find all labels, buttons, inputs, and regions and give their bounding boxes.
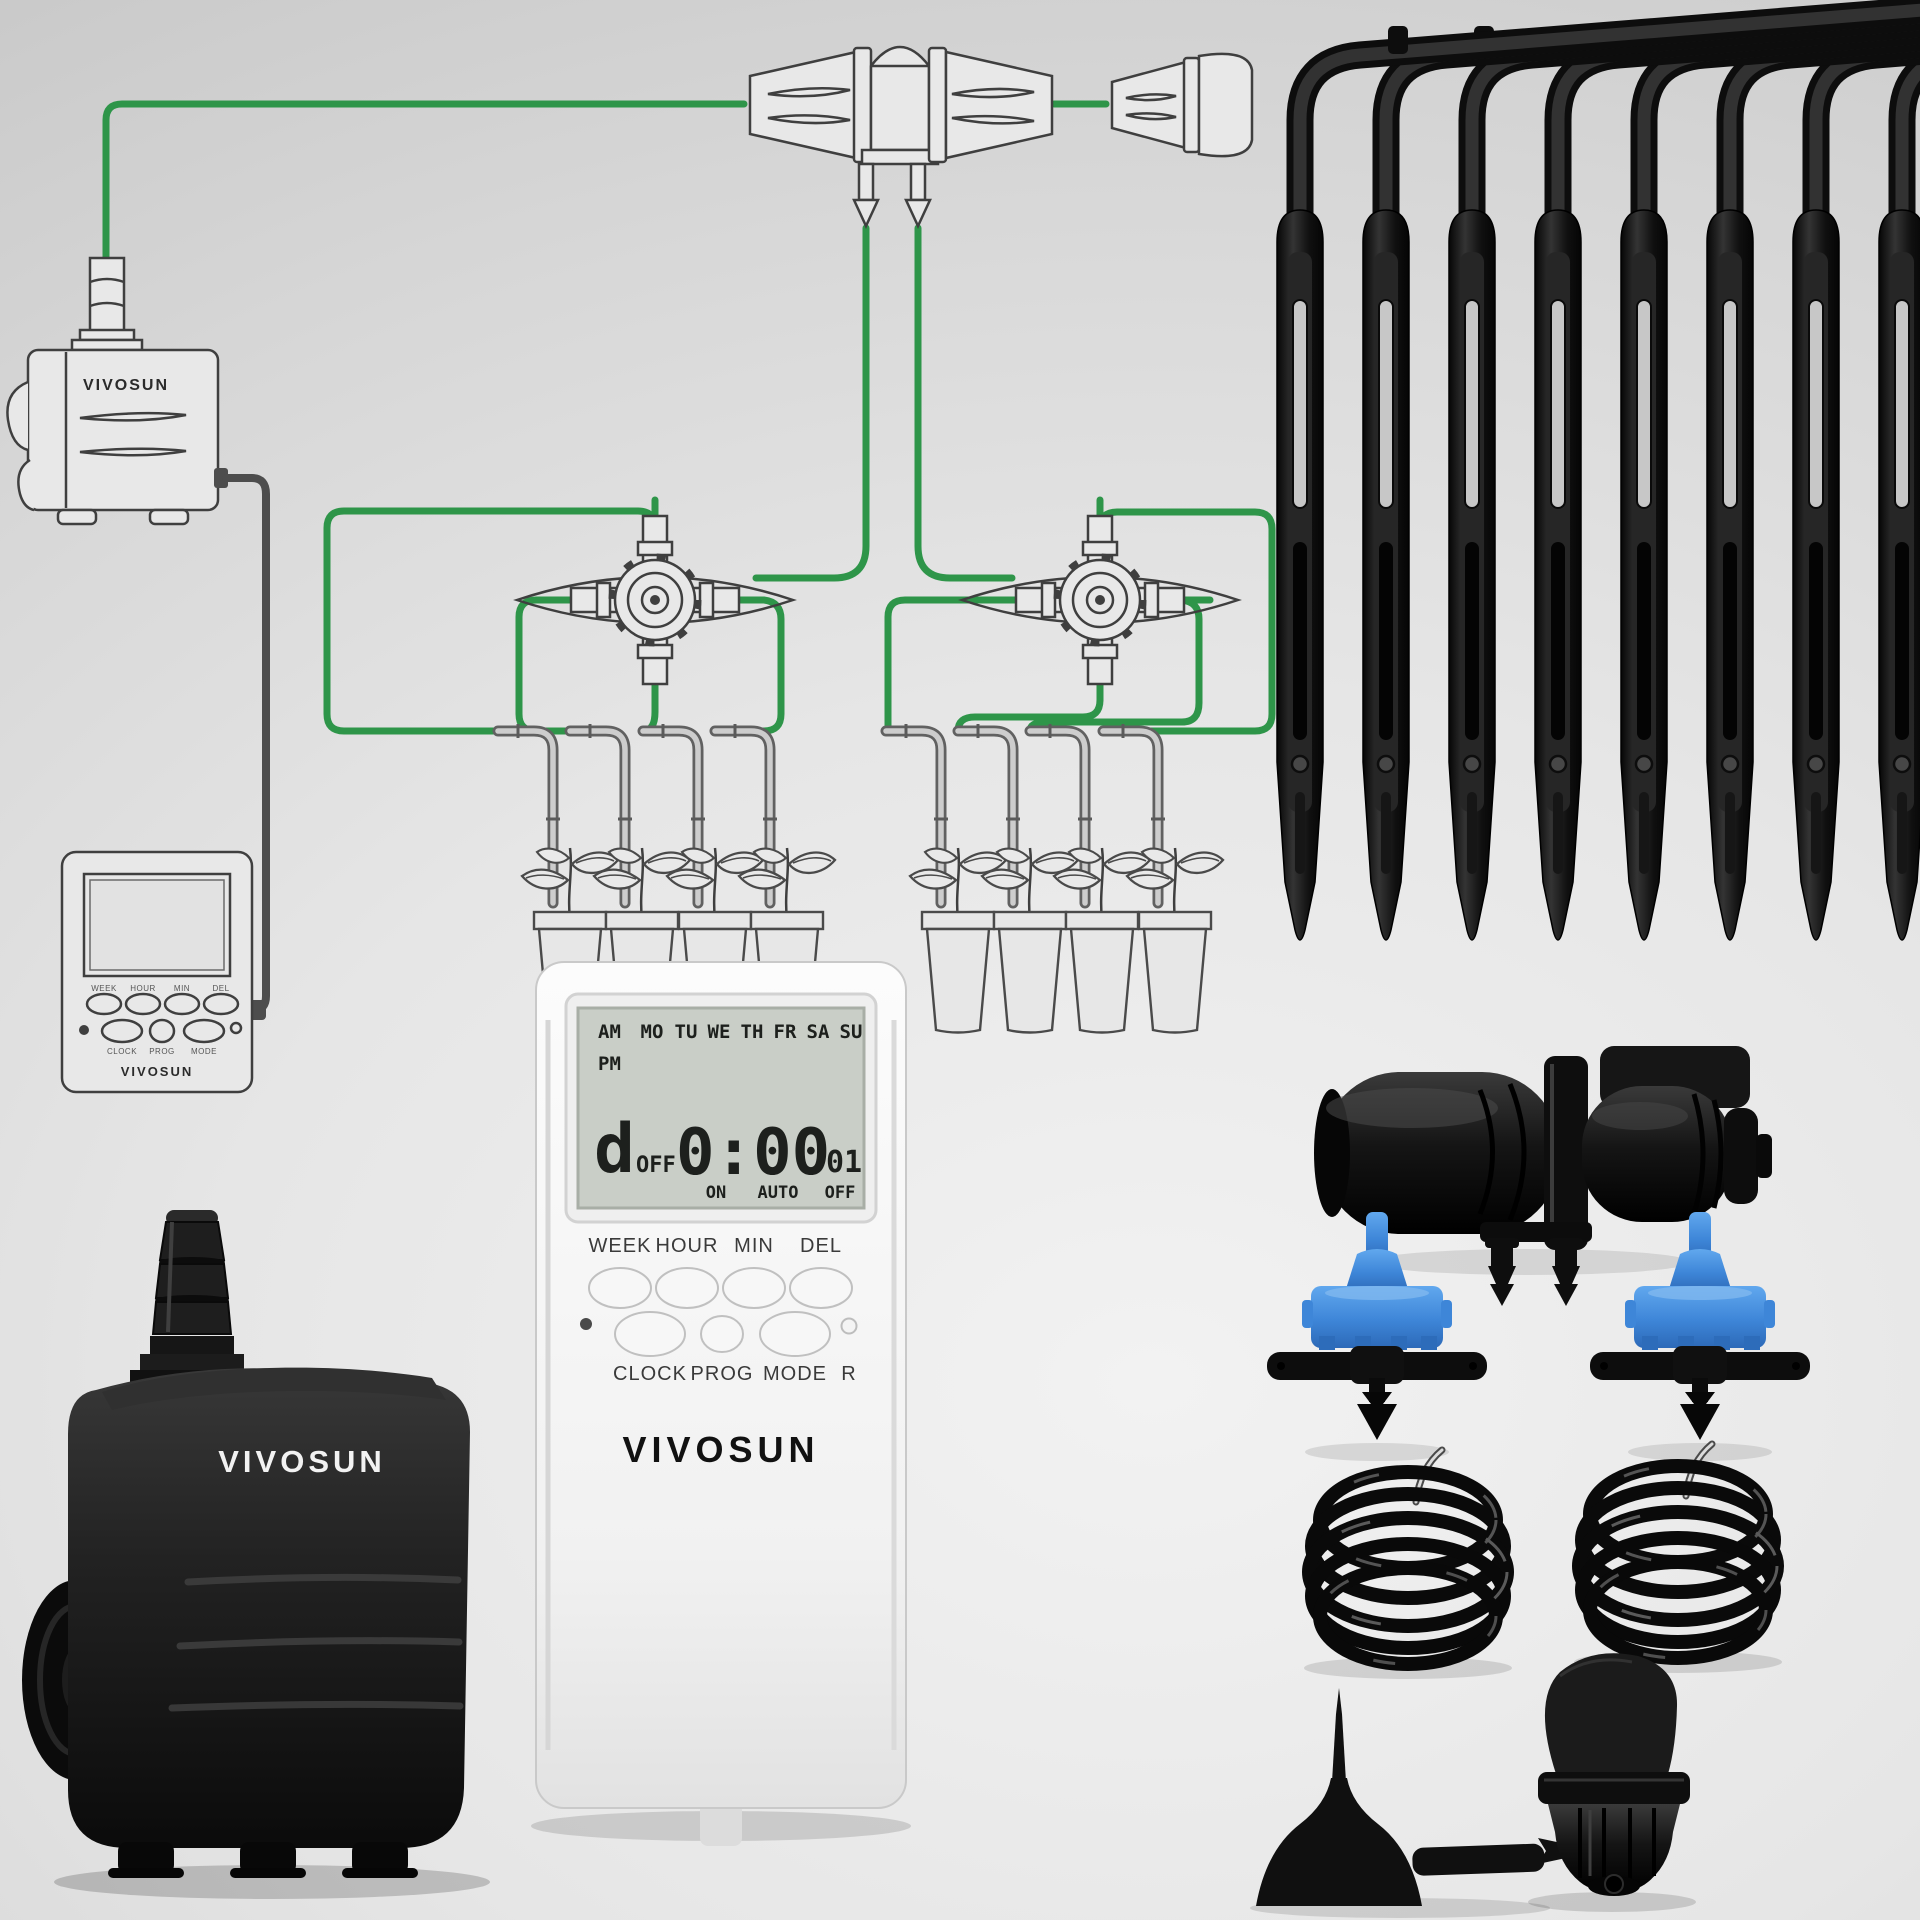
label-clock: CLOCK bbox=[613, 1363, 687, 1385]
bell-stake-tool bbox=[1528, 1653, 1696, 1912]
label-prog: PROG bbox=[691, 1363, 754, 1385]
power-cord bbox=[214, 468, 270, 1020]
reset-button bbox=[840, 1317, 858, 1335]
tubing-coil-left bbox=[1304, 1450, 1512, 1679]
lcd-day-th: TH bbox=[741, 1021, 764, 1043]
diagram-label-mode: MODE bbox=[191, 1047, 217, 1056]
diagram-end-plug bbox=[1110, 52, 1254, 158]
week-button bbox=[588, 1267, 652, 1309]
timer-lcd bbox=[576, 1006, 866, 1210]
hour-button bbox=[655, 1267, 719, 1309]
del-button bbox=[789, 1267, 853, 1309]
lcd-day-su: SU bbox=[840, 1021, 863, 1043]
diagram-timer: WEEK HOUR MIN DEL CLOCK PROG MODE VIVOSU… bbox=[60, 850, 254, 1094]
diagram-label-min: MIN bbox=[174, 984, 190, 993]
prog-button bbox=[700, 1315, 744, 1353]
lcd-d-char: d bbox=[594, 1110, 635, 1189]
tube-feed-left-splitter bbox=[752, 224, 870, 582]
tube-pump-to-manifold bbox=[102, 100, 748, 266]
min-button bbox=[722, 1267, 786, 1309]
diagram-pump-brand: VIVOSUN bbox=[83, 377, 169, 394]
lcd-counter: 01 bbox=[826, 1145, 862, 1180]
drip-stakes-product bbox=[1277, 8, 1920, 940]
mode-button bbox=[759, 1311, 831, 1357]
timer-buttons: WEEK HOUR MIN DEL CLOCK PROG MODE R bbox=[580, 1235, 858, 1385]
timer-product: AM MO TU WE TH FR SA SU PM d OFF 0:00 01… bbox=[531, 961, 911, 1846]
label-min: MIN bbox=[734, 1235, 774, 1257]
diagram-label-prog: PROG bbox=[149, 1047, 175, 1056]
diagram-label-hour: HOUR bbox=[130, 984, 156, 993]
lcd-day-sa: SA bbox=[807, 1021, 830, 1043]
manifold-product bbox=[1314, 1046, 1772, 1306]
diagram-label-del: DEL bbox=[212, 984, 229, 993]
diagram-timer-brand: VIVOSUN bbox=[121, 1064, 194, 1079]
pump-outlet-barb bbox=[130, 1210, 254, 1384]
diagram-pump: VIVOSUN bbox=[6, 256, 220, 526]
timer-lcd-content: AM MO TU WE TH FR SA SU PM d OFF 0:00 01… bbox=[594, 1021, 862, 1203]
lcd-am: AM bbox=[598, 1021, 621, 1043]
label-del: DEL bbox=[800, 1235, 842, 1257]
lcd-d-state: OFF bbox=[636, 1153, 676, 1178]
diagram-label-clock: CLOCK bbox=[107, 1047, 137, 1056]
lcd-time: 0:00 bbox=[676, 1116, 830, 1190]
lcd-day-fr: FR bbox=[774, 1021, 797, 1043]
blue-dripper-left bbox=[1267, 1212, 1487, 1461]
diagram-manifold bbox=[748, 45, 1054, 229]
tube-feed-right-splitter bbox=[914, 224, 1016, 582]
water-pump-product: VIVOSUN bbox=[22, 1210, 490, 1899]
clock-button bbox=[614, 1311, 686, 1357]
diagram-label-week: WEEK bbox=[91, 984, 117, 993]
blue-dripper-right bbox=[1590, 1212, 1810, 1461]
label-week: WEEK bbox=[589, 1235, 652, 1257]
label-reset: R bbox=[841, 1363, 856, 1385]
lcd-day-mo: MO bbox=[641, 1021, 664, 1043]
indicator-led bbox=[580, 1318, 592, 1330]
lcd-mode-auto: AUTO bbox=[758, 1183, 799, 1203]
lcd-mode-off: OFF bbox=[825, 1183, 856, 1203]
label-hour: HOUR bbox=[656, 1235, 719, 1257]
pump-product-brand: VIVOSUN bbox=[218, 1444, 386, 1479]
hole-punch-tool bbox=[1250, 1688, 1566, 1918]
label-mode: MODE bbox=[763, 1363, 827, 1385]
tubing-coil-right bbox=[1574, 1444, 1782, 1673]
lcd-mode-on: ON bbox=[706, 1183, 726, 1203]
manifold-barbs bbox=[1485, 1238, 1583, 1306]
lcd-day-tu: TU bbox=[675, 1021, 698, 1043]
lcd-day-we: WE bbox=[708, 1021, 731, 1043]
timer-product-brand: VIVOSUN bbox=[622, 1429, 819, 1470]
lcd-pm: PM bbox=[598, 1053, 621, 1075]
